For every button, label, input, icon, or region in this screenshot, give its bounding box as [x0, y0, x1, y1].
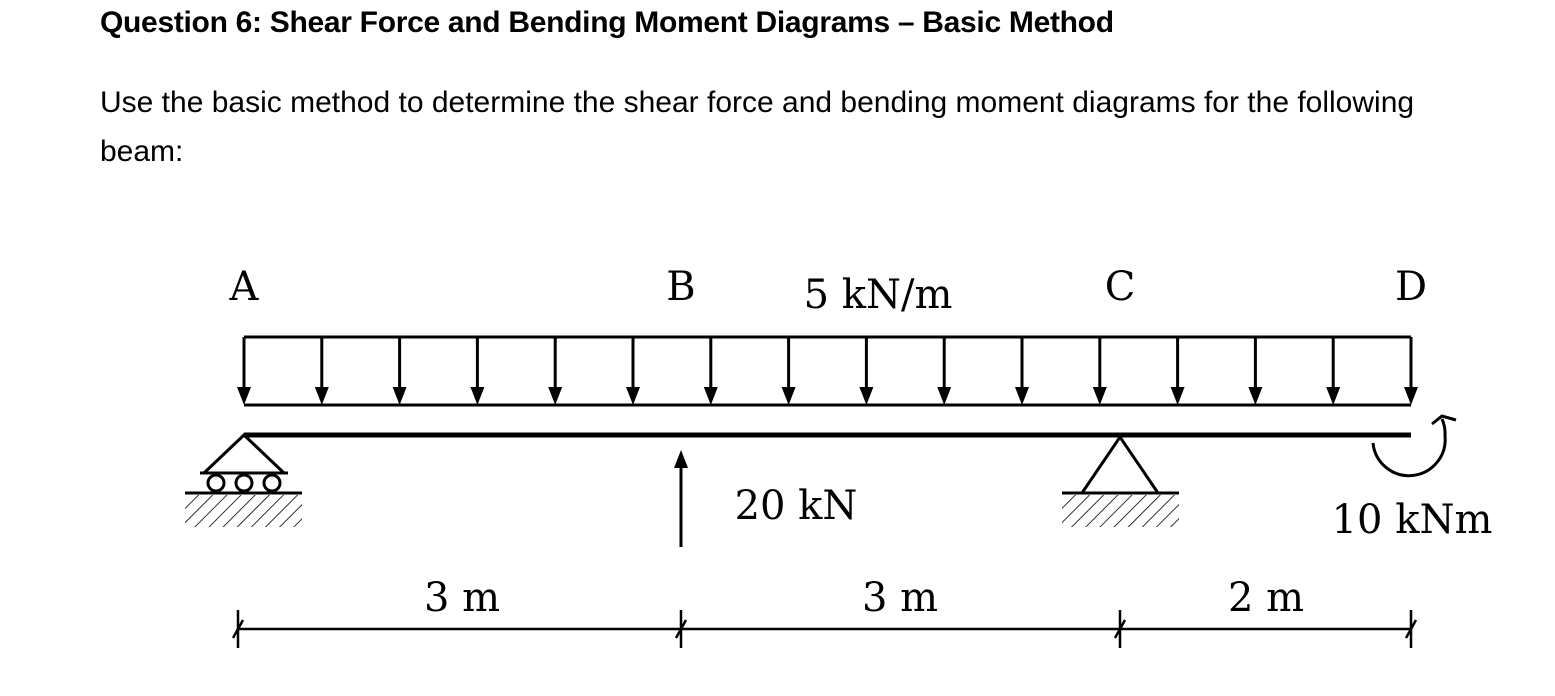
moment-label: 10 kNm: [1332, 497, 1493, 543]
moment-arrow-icon: [1371, 414, 1457, 478]
question-title: Question 6: Shear Force and Bending Mome…: [100, 6, 1114, 39]
distributed-load: [237, 335, 1418, 407]
point-load-label: 20 kN: [735, 483, 858, 529]
udl-arrowhead-icon: [1248, 387, 1263, 405]
udl-arrowhead-icon: [237, 387, 251, 405]
udl-arrowhead-icon: [1092, 387, 1107, 405]
udl-arrowhead-icon: [548, 387, 563, 405]
udl-arrowhead-icon: [937, 387, 952, 405]
udl-arrowhead-icon: [314, 387, 329, 405]
point-label-c: C: [1105, 264, 1136, 310]
point-label-d: D: [1395, 264, 1427, 310]
point-label-b: B: [666, 264, 695, 310]
roller-support-icon: [185, 432, 302, 527]
udl-arrowhead-icon: [1326, 387, 1341, 405]
udl-arrowhead-icon: [781, 387, 796, 405]
dimension-line: [231, 610, 1418, 648]
udl-arrowhead-icon: [470, 387, 485, 405]
span-label-ab: 3 m: [424, 575, 500, 621]
distributed-load-label: 5 kN/m: [804, 272, 953, 318]
pin-support-icon: [1062, 434, 1179, 527]
udl-arrowhead-icon: [703, 387, 718, 405]
point-label-a: A: [229, 264, 260, 310]
udl-arrowhead-icon: [1170, 387, 1185, 405]
udl-arrowhead-icon: [1015, 387, 1029, 405]
point-load-arrow-icon: [674, 450, 688, 547]
question-instruction: Use the basic method to determine the sh…: [100, 86, 1415, 168]
udl-arrowhead-icon: [1404, 387, 1418, 405]
span-label-cd: 2 m: [1228, 575, 1304, 621]
udl-arrowhead-icon: [392, 387, 407, 405]
span-label-bc: 3 m: [862, 575, 938, 621]
udl-arrowhead-icon: [626, 387, 640, 405]
udl-arrowhead-icon: [859, 387, 874, 405]
